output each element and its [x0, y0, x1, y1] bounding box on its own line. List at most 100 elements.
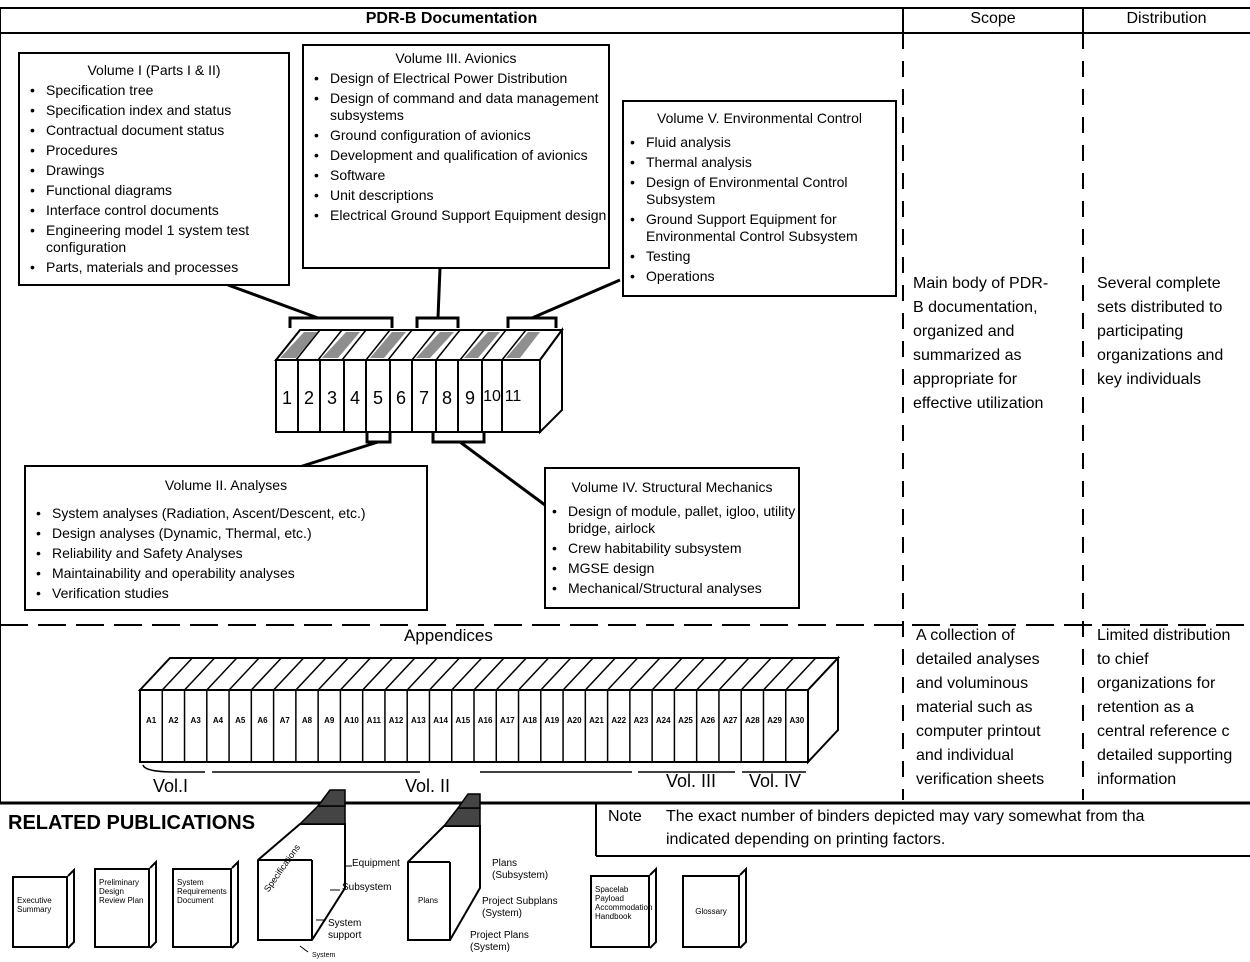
binder-number: 2: [303, 388, 314, 408]
scope-line: detailed analyses: [916, 651, 1040, 668]
list-item: Ground Support Equipment for Environment…: [630, 211, 895, 245]
list-item: Thermal analysis: [630, 154, 895, 171]
list-item: Verification studies: [36, 585, 426, 602]
binder-number: 9: [464, 388, 475, 408]
note-text-line-2: indicated depending on printing factors.: [666, 831, 946, 848]
list-item: Specification tree: [30, 82, 288, 99]
pub-spacelab-handbook: Spacelab Payload Accommodation Handbook: [590, 875, 652, 948]
appendix-top-divider: [273, 657, 305, 691]
appendix-top-divider: [651, 657, 683, 691]
binder-dividers: [297, 360, 503, 432]
appendices-title: Appendices: [404, 626, 493, 645]
appendix-top-divider: [362, 657, 394, 691]
appendix-top-divider: [696, 657, 728, 691]
list-item: Design of Electrical Power Distribution: [314, 70, 608, 87]
appendix-top-divider: [762, 657, 795, 691]
appendix-label: A9: [324, 716, 335, 725]
appendix-label: A19: [544, 716, 560, 725]
appendix-top-divider: [785, 657, 817, 691]
appendix-top-divider: [206, 657, 238, 691]
list-item: Drawings: [30, 162, 288, 179]
appendix-label: A14: [433, 716, 448, 725]
appendix-top-divider: [517, 657, 550, 691]
appendix-top-divider: [250, 657, 282, 691]
distribution-line: Limited distribution: [1097, 627, 1231, 644]
group-label-vol-2: Vol. II: [405, 776, 451, 796]
volume-4-title: Volume IV. Structural Mechanics: [571, 479, 773, 495]
appendix-top-divider: [295, 657, 327, 691]
appendix-label: A27: [722, 716, 738, 725]
scope-line: organized and: [913, 323, 1015, 340]
appendix-top-divider: [317, 657, 349, 691]
list-item: System analyses (Radiation, Ascent/Desce…: [36, 505, 426, 522]
list-item: Contractual document status: [30, 122, 288, 139]
volume-1-box: Volume I (Parts I & II) Specification tr…: [18, 52, 290, 286]
appendix-label: A4: [212, 716, 224, 725]
appendices-distribution-text: Limited distribution to chief organizati…: [1097, 624, 1250, 792]
binder-number: 8: [441, 388, 452, 408]
distribution-line: central reference c: [1097, 723, 1230, 740]
appendix-label: A17: [500, 716, 515, 725]
scope-line: B documentation,: [913, 299, 1038, 316]
appendix-label: A11: [366, 716, 381, 725]
binder-number: 3: [326, 388, 337, 408]
appendix-top-divider: [228, 657, 260, 691]
spec-tier-system: System: [312, 952, 336, 959]
appendix-label: A22: [611, 716, 627, 725]
volume-5-box: Volume V. Environmental Control Fluid an…: [622, 100, 897, 297]
related-publications-title: RELATED PUBLICATIONS: [8, 812, 256, 834]
pub-pdr-plan: Preliminary Design Review Plan: [94, 868, 150, 948]
binder-number: 11: [504, 388, 522, 405]
main-distribution-text: Several complete sets distributed to par…: [1097, 272, 1250, 392]
appendix-label: A7: [279, 716, 290, 725]
appendix-top-divider: [562, 657, 594, 691]
list-item: Functional diagrams: [30, 182, 288, 199]
list-item: Design of module, pallet, igloo, utility…: [552, 503, 798, 537]
header-distribution: Distribution: [1126, 10, 1207, 27]
spec-tier-subsystem: Subsystem: [342, 882, 392, 893]
binder-number: 5: [372, 388, 383, 408]
binder-shelf: [273, 326, 564, 435]
list-item: Engineering model 1 system test configur…: [30, 222, 288, 256]
appendix-top-divider: [161, 657, 193, 691]
appendix-label: A30: [789, 716, 805, 725]
appendix-top-divider: [673, 657, 705, 691]
distribution-line: organizations for: [1097, 675, 1216, 692]
distribution-line: Several complete: [1097, 275, 1221, 292]
list-item: Crew habitability subsystem: [552, 540, 798, 557]
appendix-label: A15: [455, 716, 471, 725]
list-item: Procedures: [30, 142, 288, 159]
pub-label: Executive Summary: [17, 896, 52, 914]
list-item: Electrical Ground Support Equipment desi…: [314, 207, 608, 224]
list-item: Software: [314, 167, 608, 184]
pub-system-requirements: System Requirements Document: [172, 868, 232, 948]
appendix-top-divider: [584, 657, 616, 691]
binder-number: 4: [349, 388, 360, 408]
binder-number: 7: [418, 388, 429, 408]
volume-4-box: Volume IV. Structural Mechanics Design o…: [544, 467, 800, 609]
pub-label: Glossary: [695, 907, 727, 916]
group-label-vol-4: Vol. IV: [749, 771, 802, 791]
binder-number: 1: [281, 388, 292, 408]
distribution-line: key individuals: [1097, 371, 1202, 388]
scope-line: and voluminous: [916, 675, 1029, 692]
spec-tier-equipment: Equipment: [352, 858, 400, 869]
plans-tier-project-plans: Project Plans (System): [470, 930, 529, 953]
list-item: Unit descriptions: [314, 187, 608, 204]
appendix-label: A20: [566, 716, 582, 725]
list-item: Testing: [630, 248, 895, 265]
pub-label: Preliminary Design Review Plan: [99, 878, 144, 905]
list-item: MGSE design: [552, 560, 798, 577]
list-item: Fluid analysis: [630, 134, 895, 151]
appendix-label: A18: [522, 716, 537, 725]
appendix-label: A6: [257, 716, 268, 725]
header-scope: Scope: [970, 10, 1016, 27]
scope-line: effective utilization: [913, 395, 1044, 412]
appendix-label: A23: [633, 716, 649, 725]
appendix-top-divider: [540, 657, 572, 691]
appendix-top-divider: [428, 657, 461, 691]
appendix-top-divider: [740, 657, 772, 691]
volume-3-box: Volume III. Avionics Design of Electrica…: [302, 44, 610, 269]
scope-line: and individual: [916, 747, 1014, 764]
